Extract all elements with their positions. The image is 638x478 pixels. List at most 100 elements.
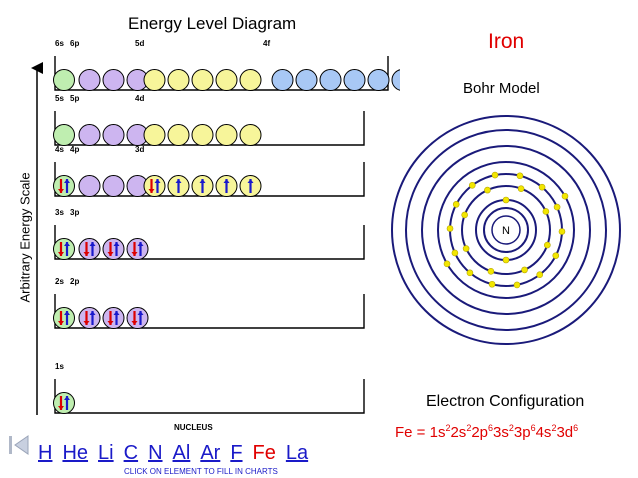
orbital-4d-5[interactable]	[239, 124, 262, 146]
orbital-4f-6[interactable]	[391, 69, 400, 91]
orbital-4f-5[interactable]	[367, 69, 390, 91]
orbital-4d-1[interactable]	[143, 124, 166, 146]
orbital-circle[interactable]	[53, 238, 75, 260]
orbital-3p-2[interactable]	[102, 238, 125, 260]
sublevel-label-2s: 2s	[55, 277, 64, 286]
orbital-circle[interactable]	[143, 69, 166, 91]
electron-config-title: Electron Configuration	[426, 393, 585, 410]
element-link-he[interactable]: He	[62, 442, 89, 464]
orbital-3d-1[interactable]	[143, 175, 166, 197]
orbital-circle[interactable]	[102, 124, 125, 146]
orbital-circle[interactable]	[367, 69, 390, 91]
orbital-circle[interactable]	[391, 69, 400, 91]
orbital-6p-1[interactable]	[78, 69, 101, 91]
orbital-3d-4[interactable]	[215, 175, 238, 197]
orbital-circle[interactable]	[143, 124, 166, 146]
element-link-h[interactable]: H	[38, 442, 53, 464]
orbital-circle[interactable]	[53, 124, 75, 146]
energy-level-2s	[53, 294, 365, 329]
orbital-circle[interactable]	[102, 307, 125, 329]
config-term-3p: 3p6	[514, 423, 536, 441]
shell-ring-3	[461, 185, 551, 275]
orbital-circle[interactable]	[143, 175, 166, 197]
element-link-f[interactable]: F	[230, 442, 243, 464]
orbital-circle[interactable]	[78, 238, 101, 260]
orbital-circle[interactable]	[271, 69, 294, 91]
orbital-circle[interactable]	[78, 175, 101, 197]
orbital-5d-1[interactable]	[143, 69, 166, 91]
orbital-3p-1[interactable]	[78, 238, 101, 260]
orbital-5d-4[interactable]	[215, 69, 238, 91]
orbital-circle[interactable]	[239, 124, 262, 146]
orbital-4f-2[interactable]	[295, 69, 318, 91]
electron-shell-2	[517, 185, 525, 192]
orbital-circle[interactable]	[319, 69, 342, 91]
orbital-4f-4[interactable]	[343, 69, 366, 91]
orbital-5d-3[interactable]	[191, 69, 214, 91]
orbital-circle[interactable]	[53, 69, 75, 91]
orbital-4f-3[interactable]	[319, 69, 342, 91]
element-name: Iron	[488, 30, 525, 53]
orbital-circle[interactable]	[78, 307, 101, 329]
orbital-4p-1[interactable]	[78, 175, 101, 197]
element-link-c[interactable]: C	[123, 442, 139, 464]
orbital-circle[interactable]	[53, 175, 75, 197]
sublevel-label-3p: 3p	[70, 208, 80, 217]
orbital-4s-1[interactable]	[53, 175, 75, 197]
element-link-n[interactable]: N	[148, 442, 163, 464]
spin-up-arrow-head	[89, 242, 96, 246]
orbital-circle[interactable]	[102, 175, 125, 197]
orbital-circle[interactable]	[343, 69, 366, 91]
orbital-circle[interactable]	[239, 69, 262, 91]
orbital-2p-3[interactable]	[126, 307, 149, 329]
orbital-circle[interactable]	[295, 69, 318, 91]
orbital-5p-1[interactable]	[78, 124, 101, 146]
orbital-2p-1[interactable]	[78, 307, 101, 329]
orbital-3d-2[interactable]	[167, 175, 190, 197]
orbital-6s-1[interactable]	[53, 69, 75, 91]
orbital-4d-2[interactable]	[167, 124, 190, 146]
orbital-3d-5[interactable]	[239, 175, 262, 197]
energy-level-bar	[54, 379, 365, 414]
back-icon[interactable]	[8, 434, 30, 456]
orbital-5d-2[interactable]	[167, 69, 190, 91]
orbital-circle[interactable]	[78, 124, 101, 146]
orbital-circle[interactable]	[167, 124, 190, 146]
element-link-li[interactable]: Li	[98, 442, 114, 464]
spin-down-arrow-head	[83, 252, 90, 256]
orbital-circle[interactable]	[78, 69, 101, 91]
config-term-4s: 4s2	[536, 423, 557, 441]
orbital-2s-1[interactable]	[53, 307, 75, 329]
orbital-1s-1[interactable]	[53, 392, 75, 414]
element-link-ar[interactable]: Ar	[200, 442, 221, 464]
orbital-circle[interactable]	[215, 124, 238, 146]
orbital-3p-3[interactable]	[126, 238, 149, 260]
orbital-circle[interactable]	[53, 392, 75, 414]
orbital-circle[interactable]	[126, 238, 149, 260]
orbital-4d-4[interactable]	[215, 124, 238, 146]
orbital-4d-3[interactable]	[191, 124, 214, 146]
orbital-4p-2[interactable]	[102, 175, 125, 197]
orbital-circle[interactable]	[167, 69, 190, 91]
bohr-model: N	[391, 115, 621, 345]
orbital-5d-5[interactable]	[239, 69, 262, 91]
orbital-6p-2[interactable]	[102, 69, 125, 91]
orbital-circle[interactable]	[215, 69, 238, 91]
element-link-la[interactable]: La	[285, 442, 309, 464]
electron-shell-3	[538, 183, 546, 191]
orbital-5s-1[interactable]	[53, 124, 75, 146]
orbital-4f-1[interactable]	[271, 69, 294, 91]
spin-down-arrow-head	[131, 321, 138, 325]
orbital-3s-1[interactable]	[53, 238, 75, 260]
element-link-al[interactable]: Al	[172, 442, 191, 464]
orbital-3d-3[interactable]	[191, 175, 214, 197]
orbital-2p-2[interactable]	[102, 307, 125, 329]
orbital-circle[interactable]	[191, 124, 214, 146]
orbital-5p-2[interactable]	[102, 124, 125, 146]
orbital-circle[interactable]	[102, 238, 125, 260]
orbital-circle[interactable]	[126, 307, 149, 329]
orbital-circle[interactable]	[191, 69, 214, 91]
orbital-circle[interactable]	[102, 69, 125, 91]
orbital-circle[interactable]	[53, 307, 75, 329]
element-link-fe[interactable]: Fe	[252, 442, 276, 464]
